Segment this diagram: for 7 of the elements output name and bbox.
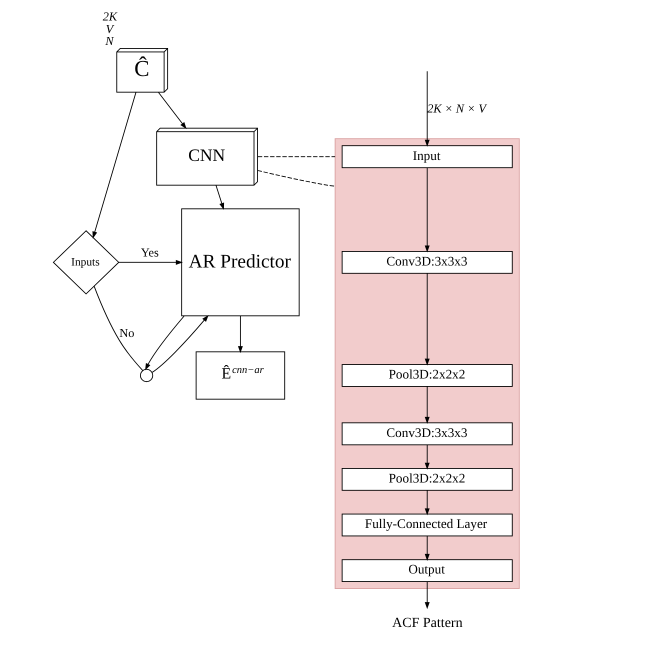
node-text: ACF Pattern: [392, 614, 462, 631]
node-label: N: [104, 34, 114, 48]
node-label: V: [105, 22, 113, 36]
edge-label: No: [118, 326, 134, 340]
edge-label: 2K × N × V: [426, 102, 486, 116]
edge-label: Yes: [140, 245, 158, 260]
node-label: 2K: [102, 9, 117, 24]
